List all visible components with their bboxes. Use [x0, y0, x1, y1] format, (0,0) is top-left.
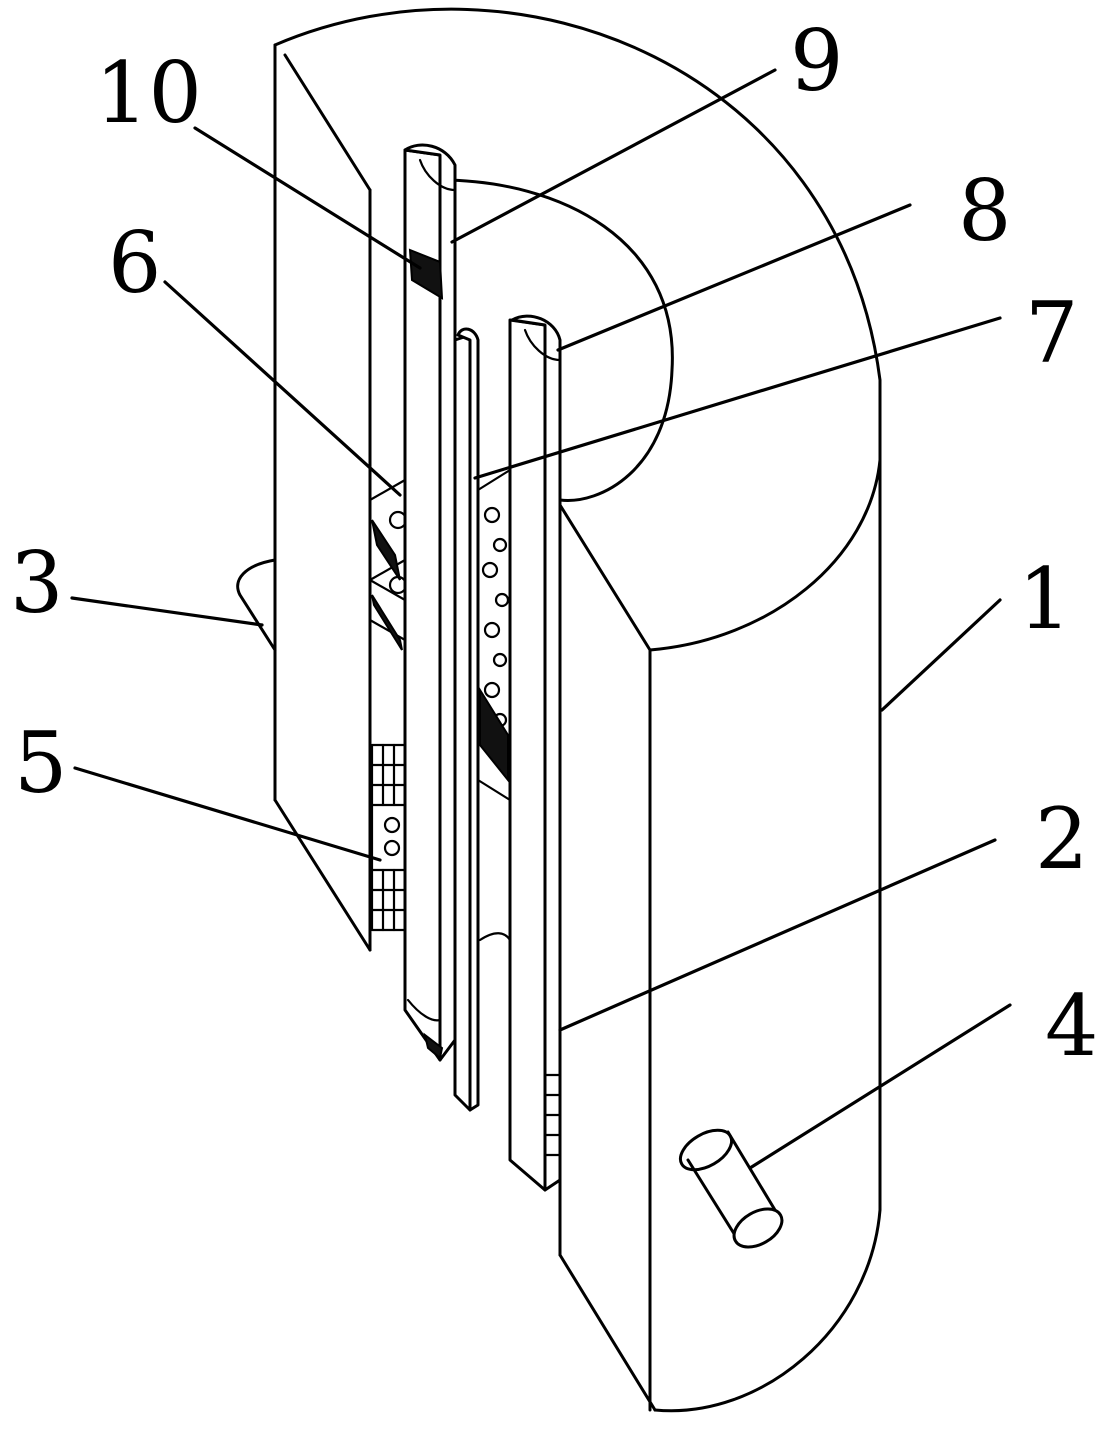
leader-5	[73, 766, 382, 862]
leader-9	[450, 68, 777, 244]
leader-4	[748, 1003, 1012, 1170]
leader-lines	[70, 68, 1012, 1170]
callout-2: 2	[1035, 790, 1088, 888]
callout-8: 8	[958, 162, 1011, 260]
leader-3	[70, 596, 264, 627]
left-plate	[403, 143, 457, 1062]
callout-3: 3	[10, 534, 63, 632]
perforated-filter	[476, 468, 512, 802]
callout-4: 4	[1045, 977, 1098, 1075]
callout-9: 9	[790, 12, 843, 110]
leader-6	[163, 280, 402, 497]
middle-rod	[453, 327, 480, 1112]
right-plate	[508, 314, 562, 1192]
inlet-port	[236, 558, 277, 652]
outlet-pipe	[678, 1128, 784, 1249]
filter-chamber	[368, 478, 408, 932]
callout-1: 1	[1018, 550, 1071, 648]
callout-7: 7	[1025, 284, 1078, 382]
callout-6: 6	[108, 214, 161, 312]
callout-labels: 1 2 3 4 5 6 7 8 9 10	[10, 12, 1098, 1075]
leader-10	[193, 126, 422, 270]
housing-body	[273, 7, 882, 1413]
leader-2	[558, 838, 997, 1032]
leader-7	[473, 316, 1002, 480]
leader-8	[556, 203, 912, 352]
callout-5: 5	[14, 714, 67, 812]
leader-1	[880, 598, 1002, 712]
callout-10: 10	[95, 44, 202, 142]
